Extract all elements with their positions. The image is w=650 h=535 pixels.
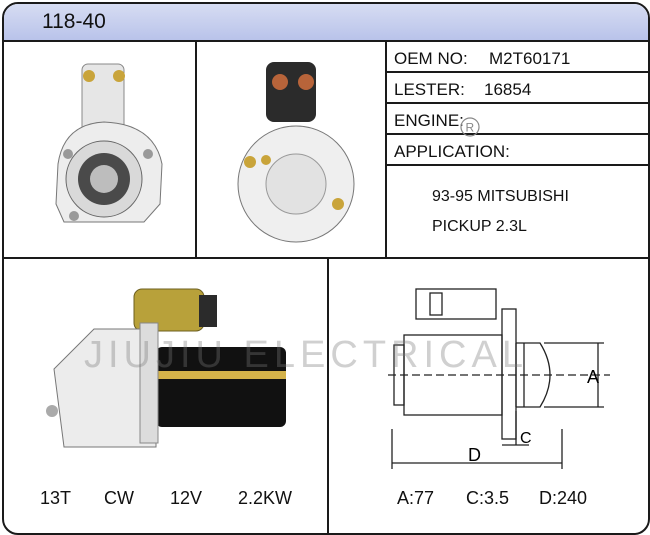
rotation: CW bbox=[104, 488, 134, 508]
starter-side-view bbox=[46, 288, 286, 448]
lester-value: 16854 bbox=[484, 80, 532, 99]
oem-value: M2T60171 bbox=[489, 49, 571, 68]
engine-label: ENGINE: bbox=[394, 111, 464, 130]
application-line-2: PICKUP 2.3L bbox=[432, 218, 527, 235]
divider bbox=[385, 102, 648, 104]
dimension-c-value: C:3.5 bbox=[466, 488, 510, 508]
part-number-title: 118-40 bbox=[42, 10, 106, 33]
divider bbox=[385, 133, 648, 135]
starter-front-view bbox=[55, 63, 163, 223]
brand-watermark: JIUJIU ELECTRICAL bbox=[84, 334, 528, 376]
lester-label: LESTER: bbox=[394, 80, 465, 99]
voltage: 12V bbox=[170, 488, 203, 508]
dimension-diagram: A C D bbox=[388, 288, 610, 469]
dimension-a-value: A:77 bbox=[397, 488, 435, 508]
divider bbox=[327, 257, 329, 533]
dimension-label-d: D bbox=[468, 445, 481, 465]
divider bbox=[195, 40, 197, 258]
svg-text:R: R bbox=[466, 121, 475, 135]
power-rating: 2.2KW bbox=[238, 488, 293, 508]
oem-label: OEM NO: bbox=[394, 49, 468, 68]
dimension-d-value: D:240 bbox=[539, 488, 588, 508]
divider bbox=[385, 40, 387, 258]
title-bar: 118-40 bbox=[4, 4, 648, 42]
divider bbox=[385, 71, 648, 73]
dimension-label-a: A bbox=[587, 367, 599, 387]
application-line-1: 93-95 MITSUBISHI bbox=[432, 188, 569, 205]
starter-rear-view bbox=[237, 62, 355, 243]
divider bbox=[4, 257, 648, 259]
watermark-registered-mark: R bbox=[460, 117, 480, 137]
dimension-label-c: C bbox=[520, 430, 532, 447]
divider bbox=[385, 164, 648, 166]
application-label: APPLICATION: bbox=[394, 142, 510, 161]
teeth-count: 13T bbox=[40, 488, 72, 508]
